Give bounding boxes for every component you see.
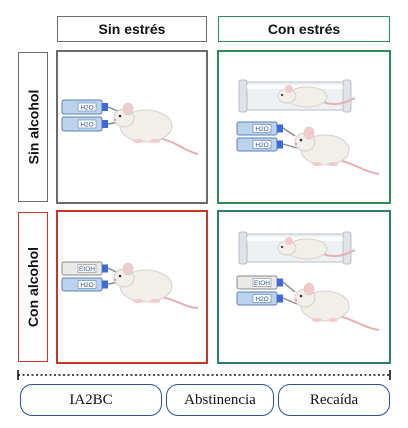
mouse-icon [294, 126, 380, 175]
mouse-icon [294, 282, 380, 331]
bottle-label: H2O [80, 105, 93, 112]
bottle-label: EtOH [254, 280, 270, 287]
panel-no-stress-no-alcohol: H2O H2O [56, 50, 208, 204]
column-header-no-stress-label: Sin estrés [98, 21, 166, 37]
drinking-bottle-icon: H2O [61, 99, 121, 115]
mouse-icon [113, 262, 199, 309]
drinking-bottle-icon: H2O [236, 291, 298, 306]
row-header-no-alcohol-label: Sin alcohol [25, 89, 41, 165]
panel-stress-no-alcohol: H2O H2O [217, 50, 391, 204]
column-header-stress: Con estrés [218, 16, 390, 42]
drinking-bottle-icon: EtOH [236, 275, 296, 293]
phase-ia2bc: IA2BC [20, 384, 162, 416]
panel-illustration: H2O H2O [236, 79, 380, 175]
bottle-label: EtOH [79, 266, 95, 273]
phase-recaida: Recaída [278, 384, 390, 416]
panel-illustration: EtOH H2O [236, 231, 380, 331]
timeline-bracket [17, 370, 391, 380]
phase-recaida-label: Recaída [309, 391, 359, 408]
row-header-alcohol: Con alcohol [18, 212, 48, 362]
drinking-bottle-icon: H2O [61, 116, 121, 132]
drinking-bottle-icon: H2O [236, 137, 298, 152]
bottle-label: H2O [80, 282, 93, 289]
bottle-label: H2O [80, 122, 93, 129]
panel-no-stress-alcohol: EtOH H2O [56, 210, 208, 364]
bottle-label: H2O [255, 296, 268, 303]
phase-abstinencia-label: Abstinencia [184, 391, 256, 408]
mouse-icon [277, 237, 356, 260]
phase-abstinencia: Abstinencia [166, 384, 274, 416]
phase-ia2bc-label: IA2BC [69, 391, 113, 408]
bottle-label: H2O [255, 142, 268, 149]
drinking-bottle-icon: H2O [61, 277, 121, 292]
mouse-icon [277, 85, 356, 108]
bottle-label: H2O [255, 126, 268, 133]
mouse-icon [113, 102, 199, 155]
row-header-no-alcohol: Sin alcohol [18, 52, 48, 202]
panel-illustration: EtOH H2O [61, 261, 199, 309]
panel-stress-alcohol: EtOH H2O [217, 210, 391, 364]
row-header-alcohol-label: Con alcohol [25, 246, 41, 328]
column-header-no-stress: Sin estrés [57, 16, 207, 42]
drinking-bottle-icon: H2O [236, 121, 296, 137]
drinking-bottle-icon: EtOH [61, 261, 121, 276]
panel-illustration: H2O H2O [61, 99, 199, 155]
column-header-stress-label: Con estrés [267, 21, 341, 37]
